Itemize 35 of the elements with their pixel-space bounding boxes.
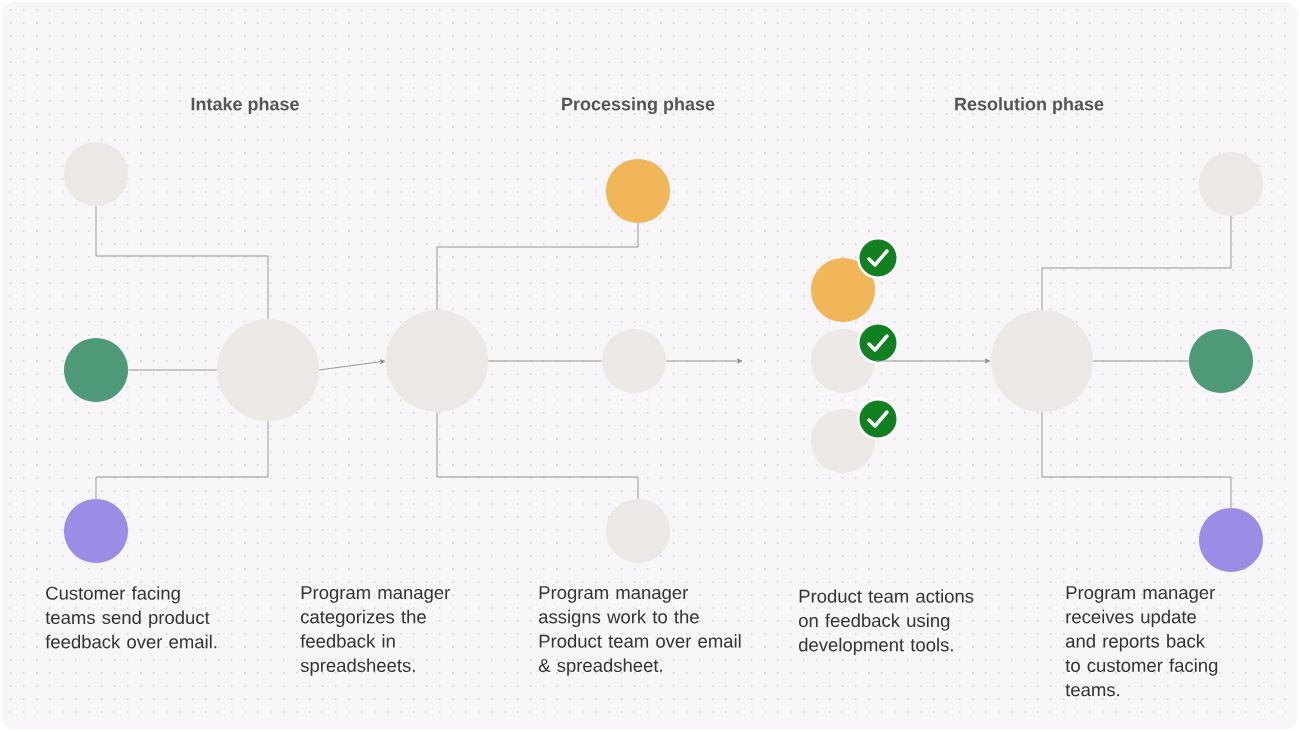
step-description: Program manager categorizes the feedback in spreadsheets.: [300, 586, 450, 676]
avatar-circle: [64, 338, 128, 402]
avatar-circle: [606, 499, 670, 563]
connector-line: [95, 205, 269, 320]
connector-line: [436, 411, 639, 500]
phase-heading: Resolution phase: [955, 97, 1104, 114]
avatar-circle: [811, 258, 875, 322]
avatar-circle: [1199, 152, 1263, 216]
arrow: [665, 358, 743, 364]
arrow: [874, 358, 991, 364]
avatar-circle: [811, 329, 875, 393]
connector-line: [127, 369, 218, 371]
avatar-circle: [606, 159, 670, 223]
arrow: [318, 359, 386, 371]
connector-line: [436, 222, 639, 311]
avatar-circle: [602, 329, 666, 393]
step-description: Program manager assigns work to the Product team over email & spreadsheet.: [538, 586, 741, 676]
step-description: Customer facing teams send product feedback over email.: [45, 586, 217, 649]
avatar-circle: [64, 142, 128, 206]
avatar-circle: [991, 310, 1093, 412]
avatar-circle: [386, 310, 488, 412]
step-description: Program manager receives update and reports back to customer facing teams.: [1065, 586, 1218, 697]
connector-line: [487, 360, 603, 362]
connector-line: [1041, 411, 1232, 509]
avatar-circle: [64, 499, 128, 563]
avatar-circle: [811, 409, 875, 473]
avatar-circle: [217, 319, 319, 421]
step-description: Product team actions on feedback using development tools.: [799, 589, 974, 656]
connector-line: [1041, 215, 1232, 311]
avatar-circle: [1199, 508, 1263, 572]
phase-heading: Processing phase: [562, 97, 715, 115]
phase-heading: Intake phase: [191, 97, 299, 114]
connector-line: [95, 420, 269, 500]
connector-line: [1092, 360, 1190, 362]
avatar-circle: [1189, 329, 1253, 393]
